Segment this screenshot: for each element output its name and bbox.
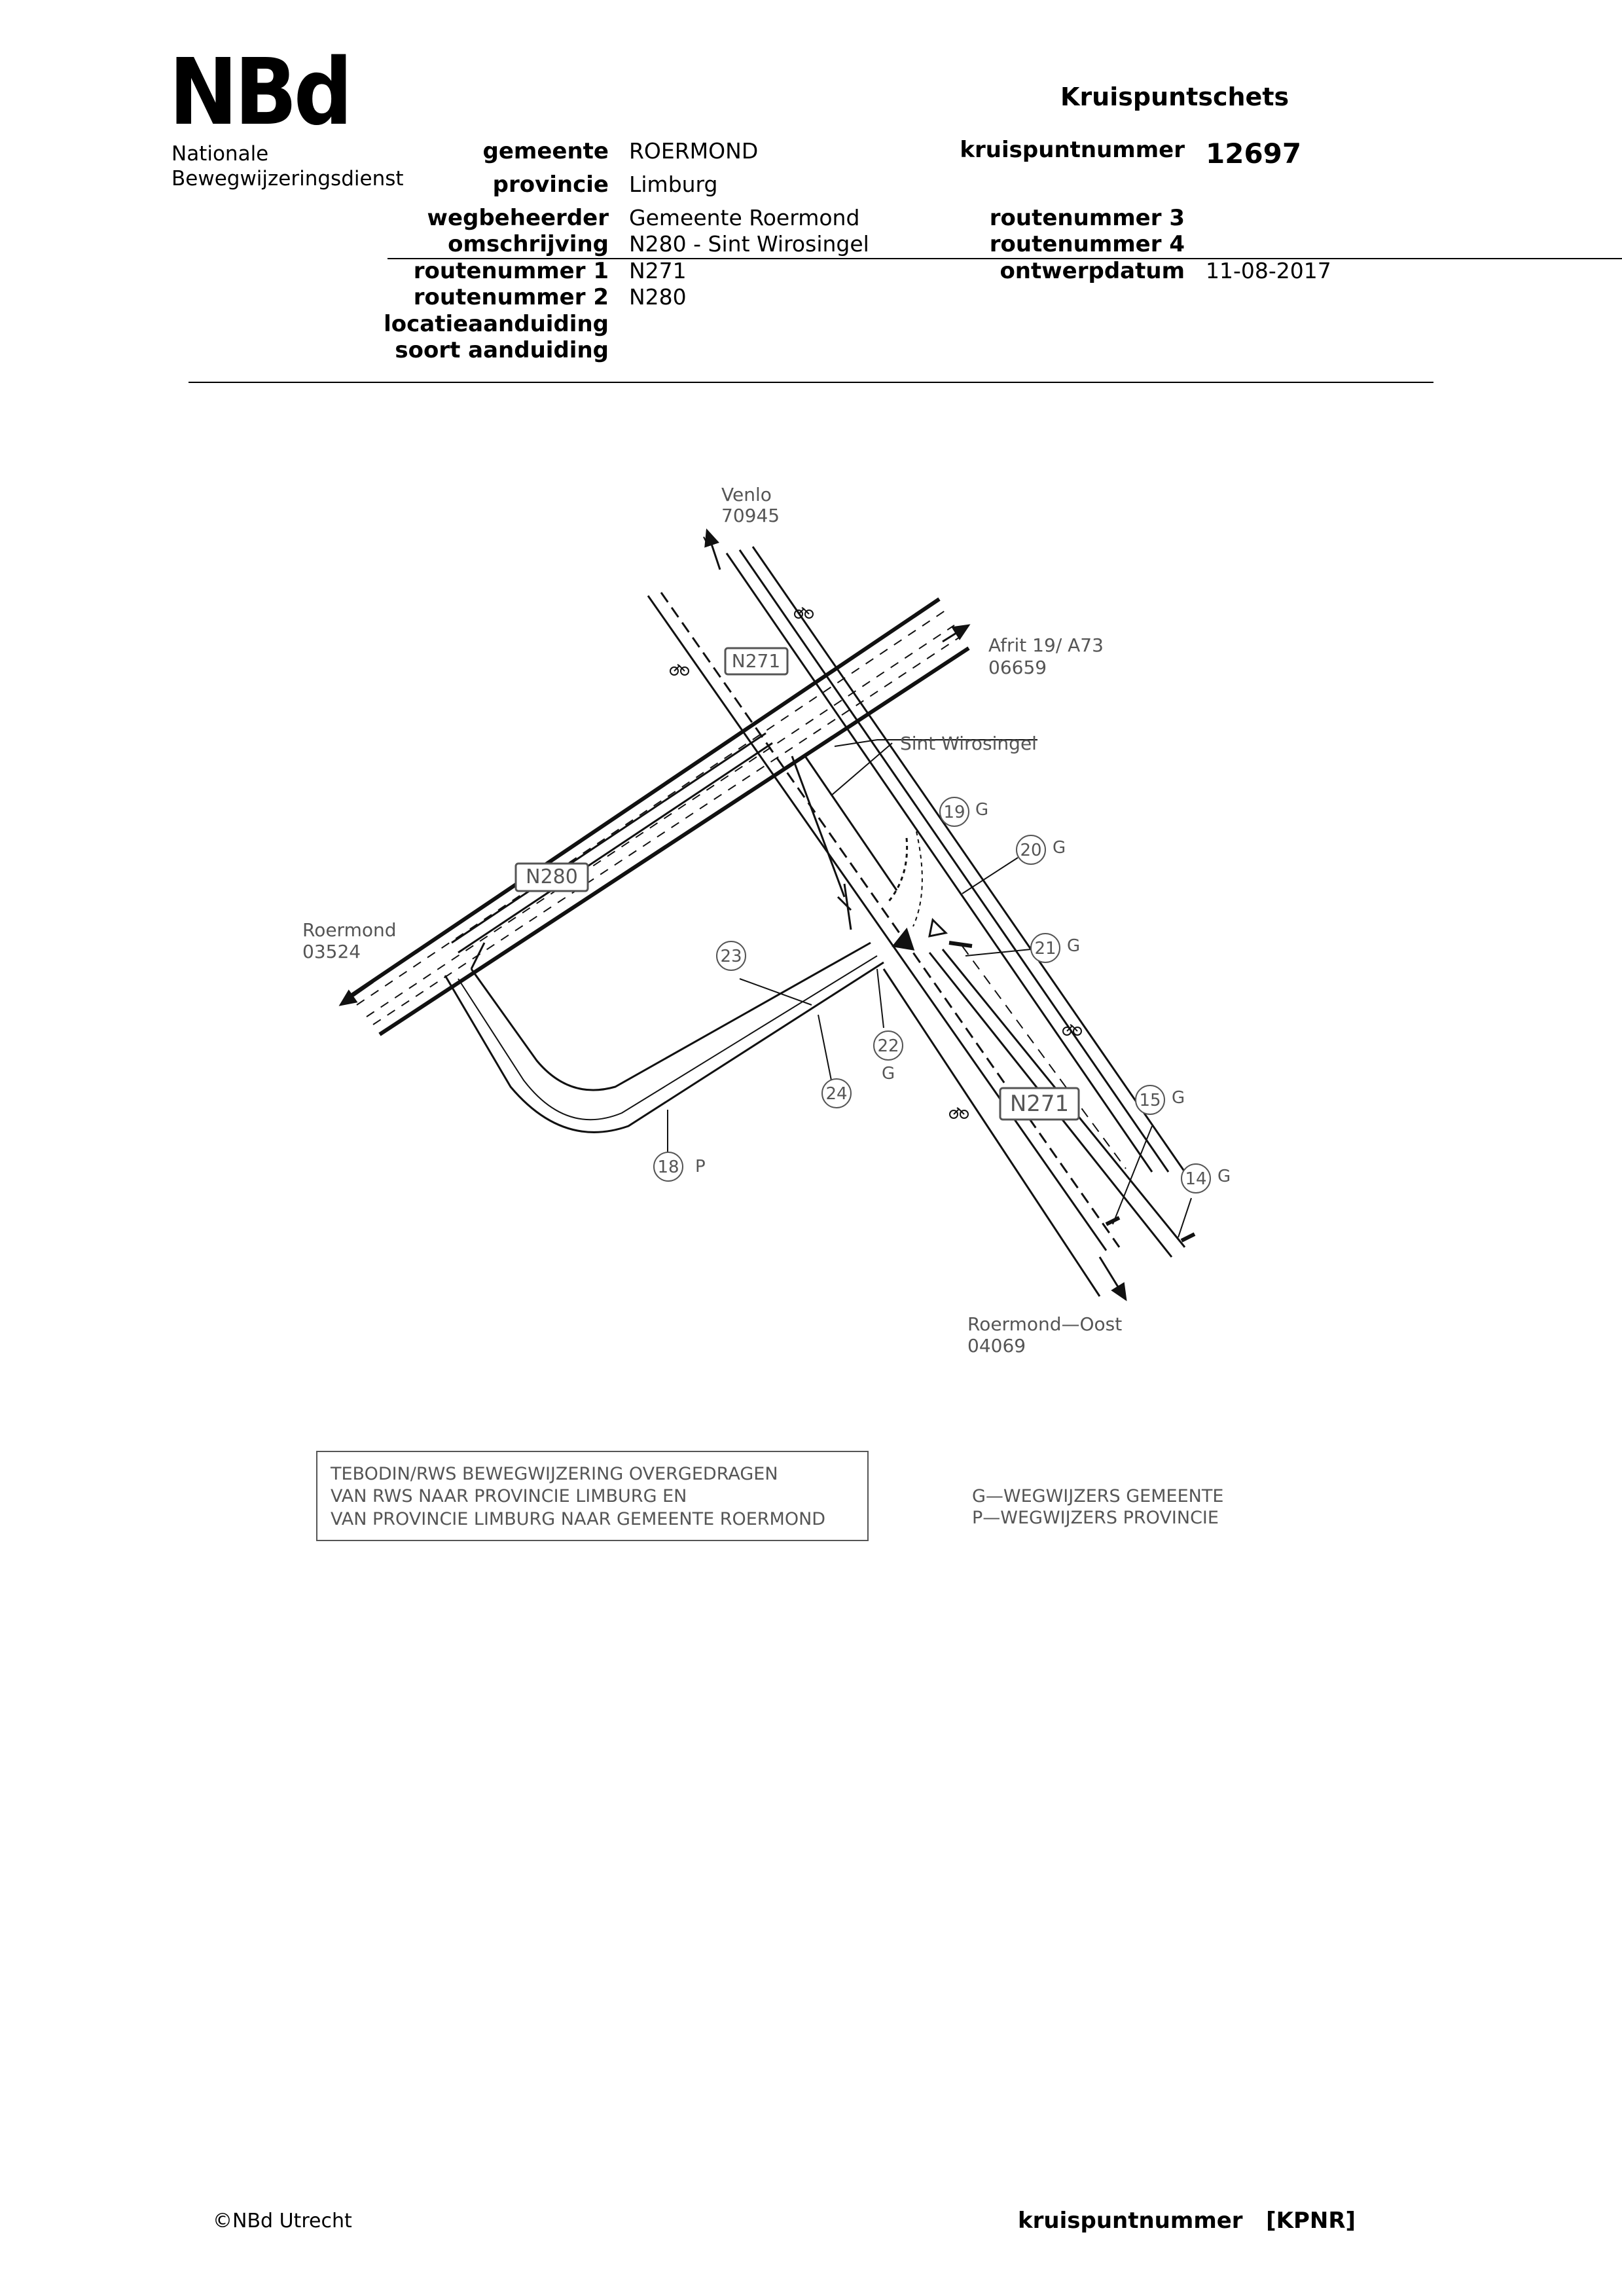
svg-text:G: G [975, 800, 988, 820]
footer-code: [KPNR] [1266, 2208, 1356, 2234]
dest-afrit-code: 06659 [988, 657, 1047, 678]
svg-text:20: 20 [1020, 841, 1041, 860]
nbd-logo: NBd [169, 39, 353, 146]
locatieaanduiding-label: locatieaanduiding [384, 311, 609, 337]
bicycle-icons [670, 607, 1082, 1119]
marker-leaders [667, 739, 1192, 1238]
gemeente-label: gemeente [482, 138, 609, 164]
dest-roermond-oost-code: 04069 [967, 1335, 1026, 1357]
route-shields: N271 N280 N271 [514, 647, 1080, 1121]
ontwerpdatum-label: ontwerpdatum [1000, 258, 1185, 284]
svg-text:G: G [1053, 838, 1066, 858]
sign-marker-14: 14 G [1181, 1163, 1231, 1194]
shield-n271-top-frame [724, 647, 789, 676]
org-name-line2: Bewegwijzeringsdienst [171, 167, 404, 191]
sign-marker-15: 15 G [1135, 1085, 1185, 1115]
shield-n280: N280 [526, 866, 578, 888]
bicycle-icon [1062, 1024, 1082, 1036]
svg-text:24: 24 [825, 1084, 847, 1104]
bicycle-icon [794, 607, 814, 619]
gemeente-value: ROERMOND [629, 138, 759, 164]
svg-text:18: 18 [657, 1157, 679, 1177]
wegbeheerder-label: wegbeheerder [427, 205, 609, 231]
svg-text:21: 21 [1034, 939, 1056, 958]
sign-marker-19: 19 G [939, 797, 988, 827]
routenummer1-value: N271 [629, 258, 687, 283]
header-rule-top [387, 258, 1622, 259]
routenummer1-label: routenummer 1 [413, 258, 609, 284]
shield-n271-top: N271 [732, 650, 780, 672]
bicycle-icon [949, 1107, 969, 1119]
shield-n271-bottom-frame [999, 1087, 1080, 1121]
ontwerpdatum-value: 11-08-2017 [1206, 258, 1331, 283]
routenummer4-label: routenummer 4 [989, 231, 1185, 257]
svg-text:23: 23 [720, 947, 742, 966]
svg-text:G: G [882, 1064, 895, 1084]
legend-line-g: G—WEGWIJZERS GEMEENTE [972, 1486, 1223, 1506]
dest-venlo: Venlo [721, 484, 772, 505]
note-line-1: TEBODIN/RWS BEWEGWIJZERING OVERGEDRAGEN [330, 1464, 778, 1484]
n280-south-edge [378, 646, 970, 1036]
sign-marker-24: 24 [821, 1078, 852, 1108]
street-name: Sint Wirosingel [900, 733, 1037, 754]
dest-venlo-code: 70945 [721, 505, 780, 526]
footer-kpnr: kruispuntnummer [KPNR] [1018, 2208, 1356, 2234]
footer-label: kruispuntnummer [1018, 2208, 1243, 2234]
note-line-2: VAN RWS NAAR PROVINCIE LIMBURG EN [331, 1486, 687, 1506]
svg-text:19: 19 [943, 803, 965, 822]
road-lines [338, 528, 1196, 1302]
provincie-value: Limburg [629, 172, 718, 197]
header-rule-bottom [189, 382, 1433, 383]
sign-markers: 19 G 20 G 21 G 23 22 G 24 [653, 797, 1231, 1194]
legend-line-p: P—WEGWIJZERS PROVINCIE [972, 1508, 1219, 1528]
routenummer2-label: routenummer 2 [413, 284, 609, 310]
kruispuntnummer-value: 12697 [1206, 137, 1302, 170]
note-line-3: VAN PROVINCIE LIMBURG NAAR GEMEENTE ROER… [331, 1509, 825, 1529]
svg-text:G: G [1172, 1088, 1185, 1108]
kruispuntnummer-label: kruispuntnummer [960, 137, 1185, 163]
dest-roermond-oost: Roermond—Oost [967, 1313, 1122, 1335]
shield-n280-frame [514, 862, 589, 892]
sign-marker-21: 21 G [1030, 933, 1080, 963]
destination-labels: Venlo 70945 Afrit 19/ A73 06659 Sint Wir… [302, 484, 1122, 1357]
org-name-line1: Nationale [171, 142, 269, 166]
provincie-label: provincie [492, 172, 609, 198]
note-text: TEBODIN/RWS BEWEGWIJZERING OVERGEDRAGEN … [330, 1464, 825, 1529]
sign-marker-18: 18 P [653, 1152, 706, 1182]
svg-text:P: P [695, 1157, 706, 1176]
legend: G—WEGWIJZERS GEMEENTE P—WEGWIJZERS PROVI… [972, 1486, 1223, 1528]
dest-afrit: Afrit 19/ A73 [988, 634, 1104, 656]
sign-marker-20: 20 G [1016, 835, 1066, 865]
svg-text:G: G [1217, 1167, 1231, 1186]
svg-text:22: 22 [877, 1036, 899, 1056]
sign-marker-22: 22 G [873, 1030, 903, 1084]
svg-text:15: 15 [1139, 1091, 1161, 1110]
shield-n271-bottom: N271 [1010, 1091, 1069, 1117]
svg-text:G: G [1067, 936, 1080, 956]
routenummer3-label: routenummer 3 [989, 205, 1185, 231]
footer-copyright: ©NBd Utrecht [213, 2210, 352, 2232]
n280-north-edge [346, 597, 941, 1000]
sign-marker-23: 23 [716, 941, 746, 971]
omschrijving-label: omschrijving [448, 231, 609, 257]
omschrijving-value: N280 - Sint Wirosingel [629, 231, 869, 257]
dest-roermond: Roermond [302, 919, 397, 941]
soort-aanduiding-label: soort aanduiding [395, 337, 609, 363]
svg-text:14: 14 [1185, 1169, 1206, 1189]
dest-roermond-code: 03524 [302, 941, 361, 962]
routenummer2-value: N280 [629, 284, 687, 310]
note-box [316, 1451, 869, 1541]
bicycle-icon [670, 664, 689, 676]
document-title: Kruispuntschets [1060, 82, 1289, 111]
wegbeheerder-value: Gemeente Roermond [629, 205, 860, 230]
